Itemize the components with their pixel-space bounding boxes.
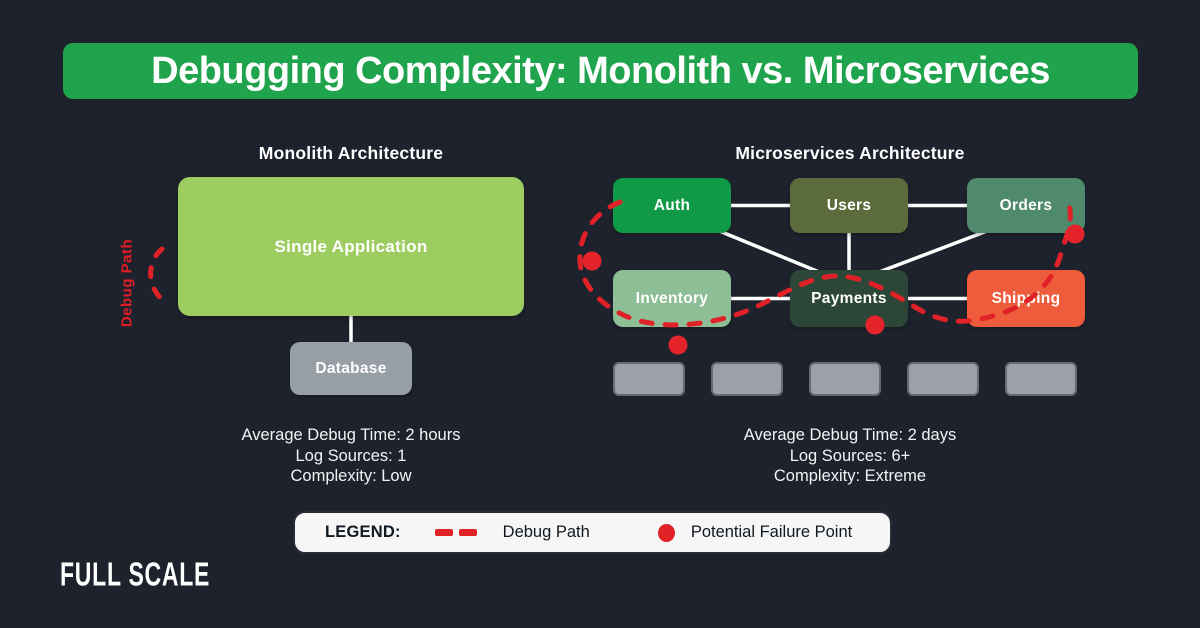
log-source-box (1005, 362, 1077, 396)
node-single-application: Single Application (178, 177, 524, 316)
node-label: Inventory (635, 289, 709, 307)
node-label: Users (826, 196, 872, 214)
microservices-heading: Microservices Architecture (735, 143, 965, 163)
legend: LEGEND: Debug Path Potential Failure Poi… (293, 511, 892, 554)
legend-debug-path-label: Debug Path (502, 523, 590, 541)
page-title: Debugging Complexity: Monolith vs. Micro… (151, 49, 1050, 92)
failure-point-dot-icon (657, 523, 675, 542)
stat-line: Average Debug Time: 2 days (743, 426, 957, 444)
node-label: Orders (999, 196, 1053, 214)
node-label: Payments (811, 289, 887, 307)
node-label: Shipping (991, 289, 1061, 307)
header-banner: Debugging Complexity: Monolith vs. Micro… (63, 43, 1138, 99)
log-source-box (907, 362, 979, 396)
monolith-stats: Average Debug Time: 2 hours Log Sources:… (242, 425, 461, 487)
debug-path-dash-icon (434, 529, 477, 536)
stat-line: Average Debug Time: 2 hours (241, 426, 461, 444)
debug-path-label: Debug Path (118, 238, 136, 328)
node-inventory: Inventory (613, 270, 731, 327)
stat-line: Log Sources: 1 (295, 446, 407, 465)
monolith-heading: Monolith Architecture (258, 143, 444, 163)
node-auth: Auth (613, 178, 731, 233)
stat-line: Log Sources: 6+ (789, 446, 911, 465)
failure-point-dot (668, 335, 688, 355)
node-shipping: Shipping (967, 270, 1085, 327)
node-label: Database (315, 359, 387, 377)
stat-line: Complexity: Extreme (773, 467, 927, 485)
log-source-box (613, 362, 685, 396)
microservices-stats: Average Debug Time: 2 days Log Sources: … (744, 425, 957, 487)
log-source-box (809, 362, 881, 396)
failure-point-dot (582, 251, 602, 271)
debug-path-monolith (148, 246, 167, 304)
node-label: Single Application (274, 236, 428, 256)
node-payments: Payments (790, 270, 908, 327)
node-orders: Orders (967, 178, 1085, 233)
full-scale-logo: FULL SCALE (60, 555, 211, 593)
log-source-box (711, 362, 783, 396)
node-users: Users (790, 178, 908, 233)
node-label: Auth (653, 196, 691, 214)
stat-line: Complexity: Low (290, 467, 412, 485)
node-database: Database (290, 342, 412, 395)
legend-title: LEGEND: (325, 523, 401, 541)
legend-failure-point-label: Potential Failure Point (690, 523, 853, 541)
